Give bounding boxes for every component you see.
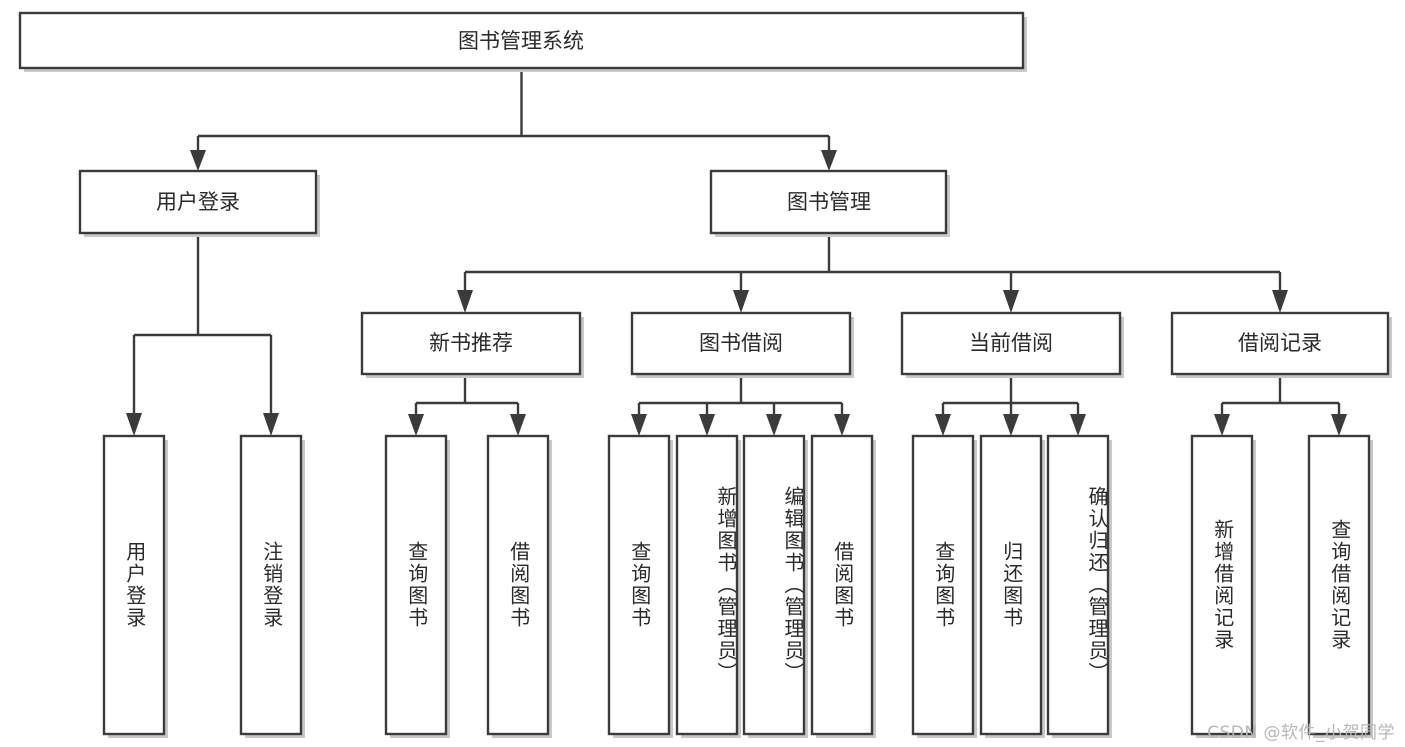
connector-group-new-book-recommend	[408, 374, 526, 436]
arrow-head-current-borrow	[1003, 290, 1019, 313]
node-borrow-record-label: 借阅记录	[1238, 331, 1322, 355]
arrow-head-user-login	[190, 150, 206, 171]
arrow-head-new-book-recommend	[457, 290, 473, 313]
csdn-watermark: CSDN @软件_小贺同学	[1207, 723, 1395, 743]
arrow-head-leaf-add-book	[699, 414, 715, 436]
node-borrow-record-box	[1170, 311, 1390, 376]
node-new-book-recommend[interactable]: 新书推荐	[360, 311, 584, 378]
arrow-head-leaf-logout-login	[263, 413, 279, 436]
arrow-head-leaf-add-record	[1214, 414, 1230, 436]
arrow-head-leaf-return-book	[1003, 414, 1019, 436]
arrow-head-leaf-confirm-return	[1070, 414, 1086, 436]
node-book-manage-label: 图书管理	[787, 190, 871, 214]
connector-group-current-borrow	[935, 374, 1086, 436]
node-current-borrow[interactable]: 当前借阅	[900, 311, 1124, 378]
connector-group-borrow-record	[1214, 374, 1347, 436]
leaf-query-book-3-box[interactable]	[911, 434, 975, 736]
leaf-query-book-1-box[interactable]	[384, 434, 448, 736]
node-root[interactable]: 图书管理系统	[18, 11, 1027, 72]
arrow-head-book-borrow	[733, 290, 749, 313]
node-book-borrow-box	[630, 311, 852, 376]
node-new-book-recommend-label: 新书推荐	[429, 331, 513, 355]
arrow-head-book-manage	[821, 150, 837, 171]
leaf-add-record-box[interactable]	[1190, 434, 1254, 736]
leaf-user-login-box[interactable]	[102, 434, 166, 736]
arrow-head-borrow-record	[1272, 290, 1288, 313]
arrow-head-leaf-user-login	[126, 413, 142, 436]
node-borrow-record[interactable]: 借阅记录	[1170, 311, 1392, 378]
node-current-borrow-label: 当前借阅	[969, 331, 1053, 355]
leaf-edit-book-box[interactable]	[742, 434, 806, 736]
connector-group-root	[190, 68, 837, 171]
leaf-add-book-box[interactable]	[675, 434, 739, 736]
arrow-head-leaf-borrow-book-2	[834, 414, 850, 436]
node-user-login[interactable]: 用户登录	[78, 169, 320, 237]
node-root-box	[18, 11, 1025, 70]
leaf-box-group	[102, 434, 1373, 738]
node-current-borrow-box	[900, 311, 1122, 376]
arrow-head-leaf-query-record	[1331, 414, 1347, 436]
node-root-label: 图书管理系统	[458, 29, 584, 53]
arrow-head-leaf-query-book-1	[408, 414, 424, 436]
arrow-head-leaf-borrow-book-1	[510, 414, 526, 436]
connector-group-book-borrow	[631, 374, 850, 436]
arrow-head-leaf-query-book-3	[935, 414, 951, 436]
node-new-book-recommend-box	[360, 311, 582, 376]
connector-group-book-manage	[457, 233, 1288, 313]
node-book-borrow[interactable]: 图书借阅	[630, 311, 854, 378]
leaf-borrow-book-1-box[interactable]	[486, 434, 550, 736]
node-book-borrow-label: 图书借阅	[699, 331, 783, 355]
arrow-head-leaf-edit-book	[766, 414, 782, 436]
node-user-login-box	[78, 169, 318, 235]
node-book-manage[interactable]: 图书管理	[709, 169, 950, 237]
leaf-logout-login-box[interactable]	[239, 434, 303, 736]
node-book-manage-box	[709, 169, 948, 235]
leaf-borrow-book-2-box[interactable]	[810, 434, 874, 736]
leaf-query-record-box[interactable]	[1307, 434, 1371, 736]
leaf-confirm-return-box[interactable]	[1046, 434, 1110, 736]
leaf-return-book-box[interactable]	[979, 434, 1043, 736]
arrow-head-leaf-query-book-2	[631, 414, 647, 436]
connector-group-user-login	[126, 233, 279, 436]
leaf-query-book-2-box[interactable]	[607, 434, 671, 736]
node-user-login-label: 用户登录	[156, 190, 240, 214]
